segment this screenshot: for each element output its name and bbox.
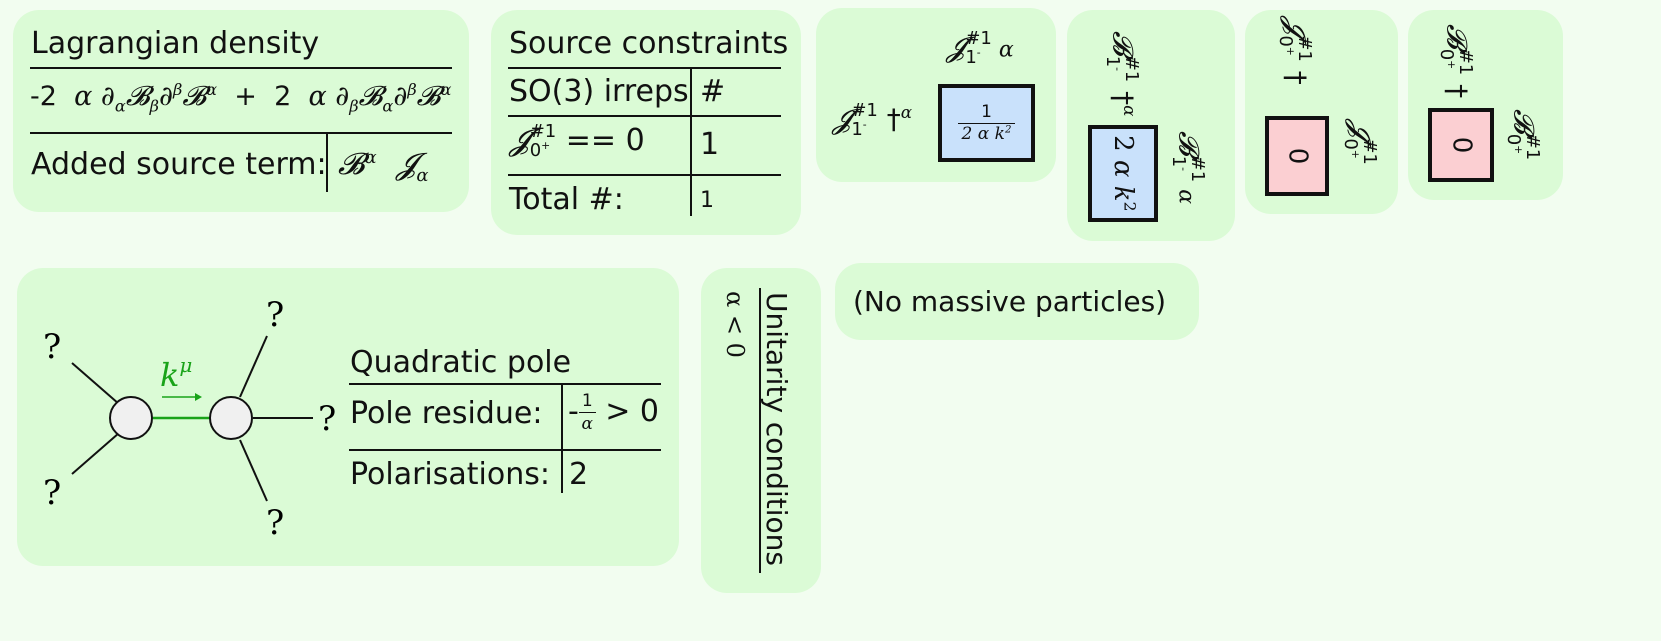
momentum-arrowhead — [195, 393, 202, 401]
pole-divider — [561, 385, 563, 493]
vertex-left — [109, 396, 153, 440]
lagrangian-coeff-1: -2 — [30, 81, 57, 112]
added-source-divider — [326, 134, 328, 192]
constraint-condition: == 0 — [565, 123, 645, 158]
unitarity-condition: α < 0 — [721, 291, 749, 358]
constraints-col-irreps: SO(3) irreps — [509, 74, 689, 109]
polarisations-label: Polarisations: — [350, 457, 550, 492]
matrix-b1-entry: 2 α k2 — [1088, 125, 1158, 222]
unknown-lower-left: ? — [43, 473, 61, 513]
matrix-j0-value: 0 — [1281, 147, 1312, 165]
massive-text: (No massive particles) — [853, 285, 1167, 318]
unitarity-rule — [759, 288, 761, 573]
constraints-divider — [690, 68, 692, 216]
unknown-upper-right: ? — [266, 295, 284, 335]
constraints-row-rule — [508, 174, 781, 176]
pole-residue-label: Pole residue: — [350, 396, 543, 431]
matrix-j1-entry: 1 2 α k2 — [938, 84, 1035, 162]
pole-title-rule — [349, 383, 661, 385]
constraints-total-value: 1 — [700, 188, 714, 213]
added-source-term: 𝓑α 𝓙α — [338, 147, 429, 186]
unknown-lower-right: ? — [266, 503, 284, 543]
momentum-label: kμ — [160, 353, 192, 394]
lagrangian-expression-rule — [30, 132, 452, 134]
matrix-b0-entry: 0 — [1428, 108, 1494, 182]
added-source-label: Added source term: — [31, 147, 327, 182]
constraints-row-count: 1 — [700, 127, 720, 162]
leg-upper-left — [71, 362, 120, 405]
polarisations-value: 2 — [569, 457, 589, 492]
leg-lower-left — [71, 432, 120, 475]
matrix-j0-entry: 0 — [1265, 116, 1329, 196]
lagrangian-coeff-2: 2 — [274, 81, 292, 112]
lagrangian-panel: Lagrangian density -2 α ∂α𝓑β∂β𝓑α + 2 α ∂… — [13, 10, 469, 212]
leg-upper-right — [239, 335, 268, 398]
constraints-title-rule — [508, 67, 781, 69]
lagrangian-title-rule — [30, 67, 452, 69]
pole-title: Quadratic pole — [350, 345, 572, 380]
unknown-right: ? — [318, 399, 336, 439]
lagrangian-title: Lagrangian density — [31, 26, 320, 61]
constraints-title: Source constraints — [509, 26, 789, 61]
propagator-diagram: kμ ? ? ? ? ? — [43, 295, 336, 543]
source-current-symbol: 𝓙α — [395, 147, 429, 186]
pole-residue-condition: > 0 — [605, 394, 659, 430]
lagrangian-expression: -2 α ∂α𝓑β∂β𝓑α + 2 α ∂β𝓑α∂β𝓑α — [30, 80, 452, 116]
unitarity-title: Unitarity conditions — [760, 292, 793, 566]
constraints-col-count: # — [700, 74, 726, 109]
pole-residue-rule — [349, 449, 661, 451]
source-field-symbol: 𝓑α — [338, 147, 377, 182]
unknown-upper-left: ? — [43, 327, 61, 367]
unitarity-panel: Unitarity conditions α < 0 — [701, 268, 821, 593]
constraints-header-rule — [508, 115, 781, 117]
pole-panel: kμ ? ? ? ? ? Quadratic pole Pole residue… — [17, 268, 679, 566]
matrix-b0-value: 0 — [1445, 136, 1476, 154]
leg-lower-right — [239, 439, 268, 502]
massive-panel: (No massive particles) — [835, 263, 1199, 340]
vertex-right — [209, 396, 253, 440]
constraints-total-label: Total #: — [509, 182, 624, 217]
